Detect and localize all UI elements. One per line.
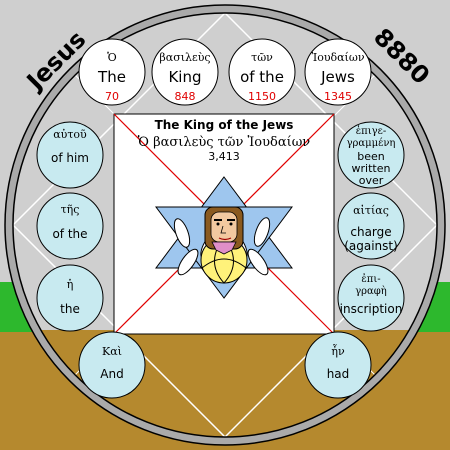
top-greek-1: Ὁ xyxy=(107,51,116,64)
right-word-circles: ἐπιγε- γραμμένη been written over αἰτίας… xyxy=(304,121,405,399)
right-english-1a: been xyxy=(357,150,385,163)
right-greek-3a: ἐπι- xyxy=(361,274,380,285)
right-circle-4 xyxy=(304,331,372,399)
top-english-4: Jews xyxy=(320,68,355,86)
right-circle-2 xyxy=(337,192,405,260)
top-greek-4: Ἰουδαίων xyxy=(311,51,364,64)
left-greek-4: Καὶ xyxy=(102,345,122,358)
top-english-1: The xyxy=(97,68,126,86)
top-circle-1 xyxy=(78,38,146,106)
left-english-4: And xyxy=(100,367,123,381)
top-circle-3 xyxy=(228,38,296,106)
left-english-3: the xyxy=(60,302,80,316)
left-circle-2 xyxy=(36,192,104,260)
left-circle-1 xyxy=(36,121,104,189)
top-english-2: King xyxy=(168,68,201,86)
right-greek-2: αἰτίας xyxy=(353,204,389,217)
right-english-2b: (against) xyxy=(344,239,398,253)
center-greek: Ὁ βασιλεὺς τῶν Ἰουδαίων xyxy=(138,135,310,150)
left-english-1: of him xyxy=(51,151,89,165)
left-english-2: of the xyxy=(52,227,87,241)
right-english-1c: over xyxy=(359,174,384,187)
top-number-3: 1150 xyxy=(248,90,276,103)
right-english-1b: written xyxy=(352,162,391,175)
top-number-4: 1345 xyxy=(324,90,352,103)
top-number-2: 848 xyxy=(175,90,196,103)
top-circle-4 xyxy=(304,38,372,106)
center-title: The King of the Jews xyxy=(155,118,294,132)
left-word-circles: αὐτοῦ of him τῆς of the ἡ the Καὶ And xyxy=(36,121,146,399)
right-greek-3b: γραφὴ xyxy=(355,286,387,297)
top-circle-2 xyxy=(151,38,219,106)
top-greek-3: τῶν xyxy=(251,51,273,64)
top-english-3: of the xyxy=(240,68,284,86)
left-greek-1: αὐτοῦ xyxy=(53,128,87,141)
left-circle-4 xyxy=(78,331,146,399)
top-word-circles: Ὁ The 70 βασιλεὺς King 848 τῶν of the 11… xyxy=(78,38,372,106)
face-icon xyxy=(204,206,244,255)
left-circle-3 xyxy=(36,264,104,332)
right-english-2a: charge xyxy=(350,225,391,239)
left-greek-2: τῆς xyxy=(61,203,80,216)
right-greek-4: ἦν xyxy=(331,343,345,358)
right-circle-3 xyxy=(337,264,405,332)
right-circle-1 xyxy=(337,121,405,189)
right-greek-1b: γραμμένη xyxy=(347,138,396,149)
top-greek-2: βασιλεὺς xyxy=(159,51,210,64)
left-greek-3: ἡ xyxy=(67,278,74,291)
right-english-3: inscription xyxy=(340,302,403,316)
right-english-4: had xyxy=(327,367,350,381)
top-number-1: 70 xyxy=(105,90,119,103)
center-number: 3,413 xyxy=(208,150,240,163)
right-greek-1a: ἐπιγε- xyxy=(356,126,386,137)
